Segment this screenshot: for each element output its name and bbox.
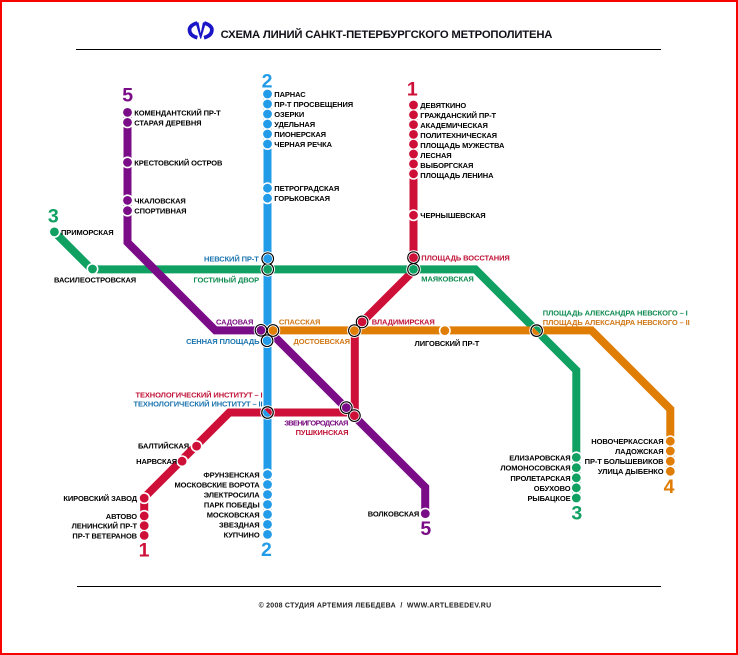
svg-text:ЗВЕЗДНАЯ: ЗВЕЗДНАЯ (219, 520, 260, 529)
svg-text:МАЯКОВСКАЯ: МАЯКОВСКАЯ (421, 275, 473, 284)
svg-text:РЫБАЦКОЕ: РЫБАЦКОЕ (528, 494, 571, 503)
svg-text:ЧЕРНАЯ РЕЧКА: ЧЕРНАЯ РЕЧКА (274, 140, 332, 149)
svg-text:ПАРНАС: ПАРНАС (274, 90, 306, 99)
svg-text:1: 1 (139, 540, 150, 562)
svg-text:НАРВСКАЯ: НАРВСКАЯ (136, 457, 177, 466)
svg-text:КОМЕНДАНТСКИЙ ПР-Т: КОМЕНДАНТСКИЙ ПР-Т (134, 108, 221, 117)
svg-text:МОСКОВСКАЯ: МОСКОВСКАЯ (207, 510, 260, 519)
svg-text:ЛИГОВСКИЙ ПР-Т: ЛИГОВСКИЙ ПР-Т (415, 339, 480, 348)
svg-text:4: 4 (664, 476, 675, 498)
svg-text:ФРУНЗЕНСКАЯ: ФРУНЗЕНСКАЯ (203, 471, 259, 480)
svg-text:ПР-Т ВЕТЕРАНОВ: ПР-Т ВЕТЕРАНОВ (72, 531, 137, 540)
svg-text:5: 5 (122, 85, 133, 107)
svg-text:5: 5 (420, 518, 431, 540)
svg-text:ЛОМОНОСОВСКАЯ: ЛОМОНОСОВСКАЯ (500, 464, 570, 473)
svg-text:КРЕСТОВСКИЙ ОСТРОВ: КРЕСТОВСКИЙ ОСТРОВ (134, 158, 223, 167)
svg-text:ПЛОЩАДЬ ВОССТАНИЯ: ПЛОЩАДЬ ВОССТАНИЯ (421, 253, 509, 262)
svg-text:ВЫБОРГСКАЯ: ВЫБОРГСКАЯ (420, 161, 473, 170)
svg-text:МОСКОВСКИЕ ВОРОТА: МОСКОВСКИЕ ВОРОТА (174, 481, 260, 490)
svg-text:ТЕХНОЛОГИЧЕСКИЙ ИНСТИТУТ – I: ТЕХНОЛОГИЧЕСКИЙ ИНСТИТУТ – I (136, 391, 263, 400)
svg-text:САДОВАЯ: САДОВАЯ (216, 318, 253, 327)
svg-text:УЛИЦА ДЫБЕНКО: УЛИЦА ДЫБЕНКО (598, 467, 664, 476)
svg-text:ОБУХОВО: ОБУХОВО (534, 484, 571, 493)
svg-text:ПОЛИТЕХНИЧЕСКАЯ: ПОЛИТЕХНИЧЕСКАЯ (420, 131, 497, 140)
svg-text:ПРИМОРСКАЯ: ПРИМОРСКАЯ (61, 228, 113, 237)
svg-text:1: 1 (407, 79, 418, 101)
svg-text:2: 2 (261, 539, 272, 561)
svg-text:АКАДЕМИЧЕСКАЯ: АКАДЕМИЧЕСКАЯ (420, 121, 487, 130)
svg-text:ПЛОЩАДЬ ЛЕНИНА: ПЛОЩАДЬ ЛЕНИНА (420, 171, 494, 180)
svg-text:ПР-Т ПРОСВЕЩЕНИЯ: ПР-Т ПРОСВЕЩЕНИЯ (274, 100, 353, 109)
svg-text:ЗВЕНИГОРОДСКАЯ: ЗВЕНИГОРОДСКАЯ (284, 419, 348, 428)
svg-text:ПР-Т БОЛЬШЕВИКОВ: ПР-Т БОЛЬШЕВИКОВ (585, 457, 665, 466)
svg-text:ЧКАЛОВСКАЯ: ЧКАЛОВСКАЯ (134, 196, 185, 205)
svg-text:ГОСТИНЫЙ ДВОР: ГОСТИНЫЙ ДВОР (193, 275, 259, 284)
svg-text:ЧЕРНЫШЕВСКАЯ: ЧЕРНЫШЕВСКАЯ (420, 211, 485, 220)
svg-text:СПАССКАЯ: СПАССКАЯ (279, 318, 320, 327)
svg-text:ГОРЬКОВСКАЯ: ГОРЬКОВСКАЯ (274, 194, 330, 203)
svg-text:ВОЛКОВСКАЯ: ВОЛКОВСКАЯ (368, 509, 419, 518)
svg-text:ПИОНЕРСКАЯ: ПИОНЕРСКАЯ (274, 130, 326, 139)
svg-text:АВТОВО: АВТОВО (106, 512, 138, 521)
svg-text:2: 2 (262, 71, 273, 93)
svg-text:ДОСТОЕВСКАЯ: ДОСТОЕВСКАЯ (294, 337, 350, 346)
svg-text:СПОРТИВНАЯ: СПОРТИВНАЯ (134, 207, 186, 216)
svg-text:ЛЕНИНСКИЙ ПР-Т: ЛЕНИНСКИЙ ПР-Т (72, 522, 138, 531)
svg-text:3: 3 (48, 206, 59, 228)
svg-text:3: 3 (571, 502, 582, 524)
svg-text:ПЛОЩАДЬ АЛЕКСАНДРА НЕВСКОГО –: ПЛОЩАДЬ АЛЕКСАНДРА НЕВСКОГО – II (543, 318, 690, 327)
svg-text:ЭЛЕКТРОСИЛА: ЭЛЕКТРОСИЛА (204, 491, 260, 500)
svg-text:КИРОВСКИЙ ЗАВОД: КИРОВСКИЙ ЗАВОД (63, 494, 137, 503)
svg-text:ПЕТРОГРАДСКАЯ: ПЕТРОГРАДСКАЯ (274, 184, 339, 193)
svg-text:НЕВСКИЙ ПР-Т: НЕВСКИЙ ПР-Т (204, 254, 259, 263)
svg-text:ОЗЕРКИ: ОЗЕРКИ (274, 110, 304, 119)
svg-text:СЕННАЯ ПЛОЩАДЬ: СЕННАЯ ПЛОЩАДЬ (186, 337, 260, 346)
svg-text:СХЕМА ЛИНИЙ САНКТ-ПЕТЕРБУРГСКО: СХЕМА ЛИНИЙ САНКТ-ПЕТЕРБУРГСКОГО МЕТРОПО… (221, 28, 553, 41)
svg-text:ЛАДОЖСКАЯ: ЛАДОЖСКАЯ (615, 447, 664, 456)
svg-text:СТАРАЯ ДЕРЕВНЯ: СТАРАЯ ДЕРЕВНЯ (134, 118, 201, 127)
svg-text:ГРАЖДАНСКИЙ ПР-Т: ГРАЖДАНСКИЙ ПР-Т (420, 111, 496, 120)
svg-text:© 2008 СТУДИЯ АРТЕМИЯ ЛЕБЕДЕВА: © 2008 СТУДИЯ АРТЕМИЯ ЛЕБЕДЕВА / WWW.ART… (259, 601, 492, 609)
svg-text:УДЕЛЬНАЯ: УДЕЛЬНАЯ (274, 120, 315, 129)
svg-text:КУПЧИНО: КУПЧИНО (224, 530, 260, 539)
svg-text:ВЛАДИМИРСКАЯ: ВЛАДИМИРСКАЯ (372, 317, 435, 326)
svg-text:БАЛТИЙСКАЯ: БАЛТИЙСКАЯ (138, 442, 189, 451)
svg-text:ПЛОЩАДЬ МУЖЕСТВА: ПЛОЩАДЬ МУЖЕСТВА (420, 141, 505, 150)
svg-text:ПАРК ПОБЕДЫ: ПАРК ПОБЕДЫ (204, 501, 260, 510)
svg-text:НОВОЧЕРКАССКАЯ: НОВОЧЕРКАССКАЯ (591, 437, 663, 446)
svg-text:ПУШКИНСКАЯ: ПУШКИНСКАЯ (296, 428, 349, 437)
svg-text:ПРОЛЕТАРСКАЯ: ПРОЛЕТАРСКАЯ (510, 474, 570, 483)
svg-text:ТЕХНОЛОГИЧЕСКИЙ ИНСТИТУТ – II: ТЕХНОЛОГИЧЕСКИЙ ИНСТИТУТ – II (134, 399, 263, 408)
svg-text:ПЛОЩАДЬ АЛЕКСАНДРА НЕВСКОГО –: ПЛОЩАДЬ АЛЕКСАНДРА НЕВСКОГО – I (543, 308, 688, 317)
svg-text:ЕЛИЗАРОВСКАЯ: ЕЛИЗАРОВСКАЯ (509, 453, 570, 462)
svg-text:ЛЕСНАЯ: ЛЕСНАЯ (420, 151, 451, 160)
svg-text:ДЕВЯТКИНО: ДЕВЯТКИНО (420, 101, 466, 110)
svg-text:ВАСИЛЕОСТРОВСКАЯ: ВАСИЛЕОСТРОВСКАЯ (54, 276, 136, 285)
